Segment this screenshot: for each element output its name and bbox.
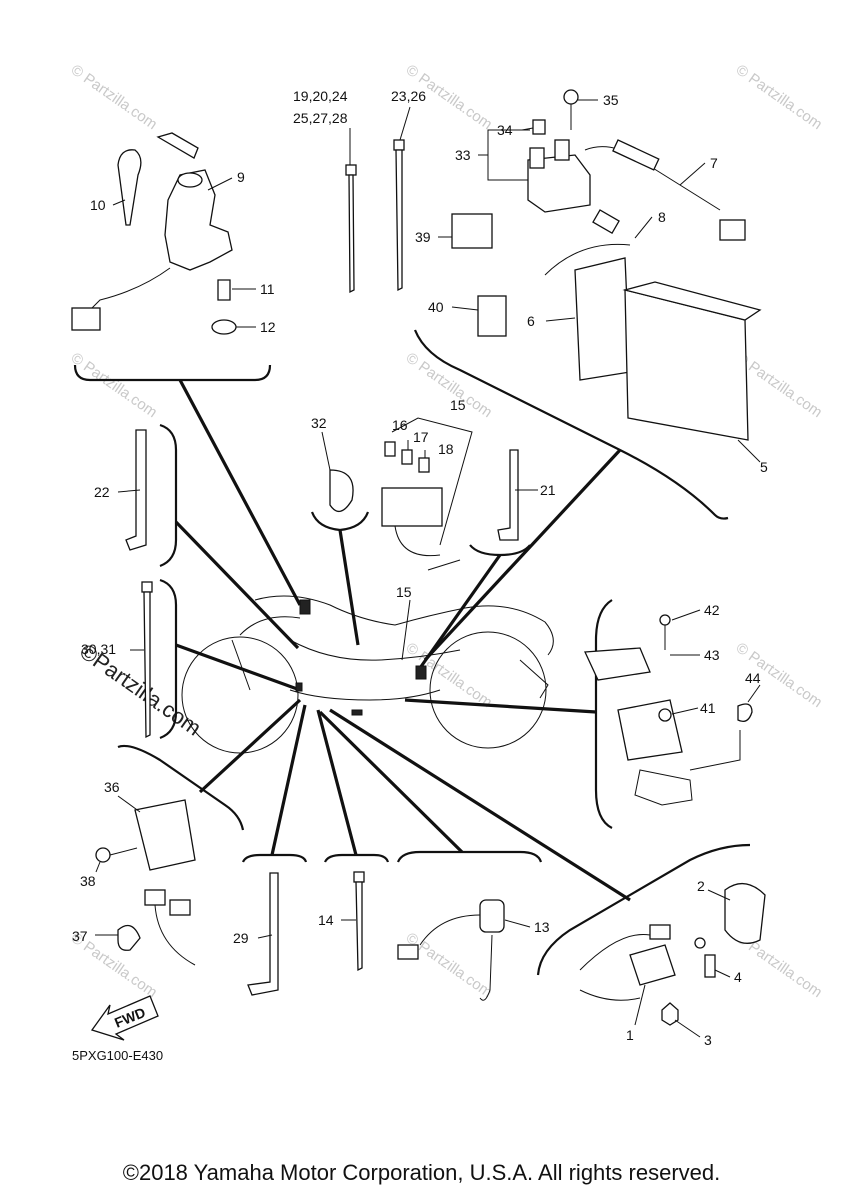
watermark: © Partzilla.com — [68, 61, 161, 133]
callout-38: 38 — [80, 873, 96, 889]
battery-group — [451, 89, 762, 441]
callout-10: 10 — [90, 197, 106, 213]
callout-33: 33 — [455, 147, 471, 163]
callout-11: 11 — [260, 281, 275, 297]
callout-18: 18 — [438, 441, 454, 457]
callout-15-b: 15 — [396, 584, 412, 600]
callout-17: 17 — [413, 429, 429, 445]
watermark: © Partzilla.com — [733, 61, 826, 133]
cable-ties-top — [345, 139, 405, 294]
callout-21: 21 — [540, 482, 556, 498]
drawing-code: 5PXG100-E430 — [72, 1048, 163, 1063]
group-brackets — [73, 329, 751, 976]
wiring-parts-diagram: © Partzilla.com © Partzilla.com © Partzi… — [68, 61, 826, 1063]
callout-40: 40 — [428, 299, 444, 315]
callout-13: 13 — [534, 919, 550, 935]
watermark: © Partzilla.com — [403, 929, 496, 1001]
callout-16: 16 — [392, 417, 408, 433]
callout-39: 39 — [415, 229, 431, 245]
callout-8: 8 — [658, 209, 666, 225]
fwd-arrow: FWD — [90, 995, 159, 1041]
callout-23-26: 23,26 — [391, 88, 426, 104]
copyright-notice: ©2018 Yamaha Motor Corporation, U.S.A. A… — [122, 1160, 721, 1185]
sensor-1-group — [579, 883, 766, 1026]
callouts: 9 10 11 12 19,20,24 25,27,28 23,26 35 34… — [72, 88, 768, 1048]
callout-9: 9 — [237, 169, 245, 185]
watermark: © Partzilla.com — [68, 349, 161, 421]
ecu-group — [95, 799, 196, 966]
sensor-group — [584, 614, 753, 806]
callout-25-27-28: 25,27,28 — [293, 110, 348, 126]
callout-12: 12 — [260, 319, 276, 335]
motorcycle-silhouette — [181, 595, 554, 754]
callout-36: 36 — [104, 779, 120, 795]
fuse-group — [125, 429, 519, 739]
callout-30-31: 30,31 — [81, 641, 116, 657]
callout-19-20-24: 19,20,24 — [293, 88, 348, 104]
callout-14: 14 — [318, 912, 334, 928]
switch-13-part — [397, 899, 505, 1001]
callout-15: 15 — [450, 397, 466, 413]
callout-34: 34 — [497, 122, 513, 138]
main-switch-part — [71, 132, 237, 335]
callout-37: 37 — [72, 928, 88, 944]
callout-32: 32 — [311, 415, 327, 431]
callout-43: 43 — [704, 647, 720, 663]
cable-ties-bottom — [247, 871, 365, 996]
group-leaders — [174, 379, 631, 902]
callout-3: 3 — [704, 1032, 712, 1048]
callout-leaders — [95, 99, 761, 1038]
callout-7: 7 — [710, 155, 718, 171]
callout-4: 4 — [734, 969, 742, 985]
callout-22: 22 — [94, 484, 110, 500]
callout-41: 41 — [700, 700, 716, 716]
callout-44: 44 — [745, 670, 761, 686]
callout-29: 29 — [233, 930, 249, 946]
callout-5: 5 — [760, 459, 768, 475]
callout-42: 42 — [704, 602, 720, 618]
callout-35: 35 — [603, 92, 619, 108]
watermark: © Partzilla.com — [403, 349, 496, 421]
callout-6: 6 — [527, 313, 535, 329]
callout-2: 2 — [697, 878, 705, 894]
callout-1: 1 — [626, 1027, 634, 1043]
